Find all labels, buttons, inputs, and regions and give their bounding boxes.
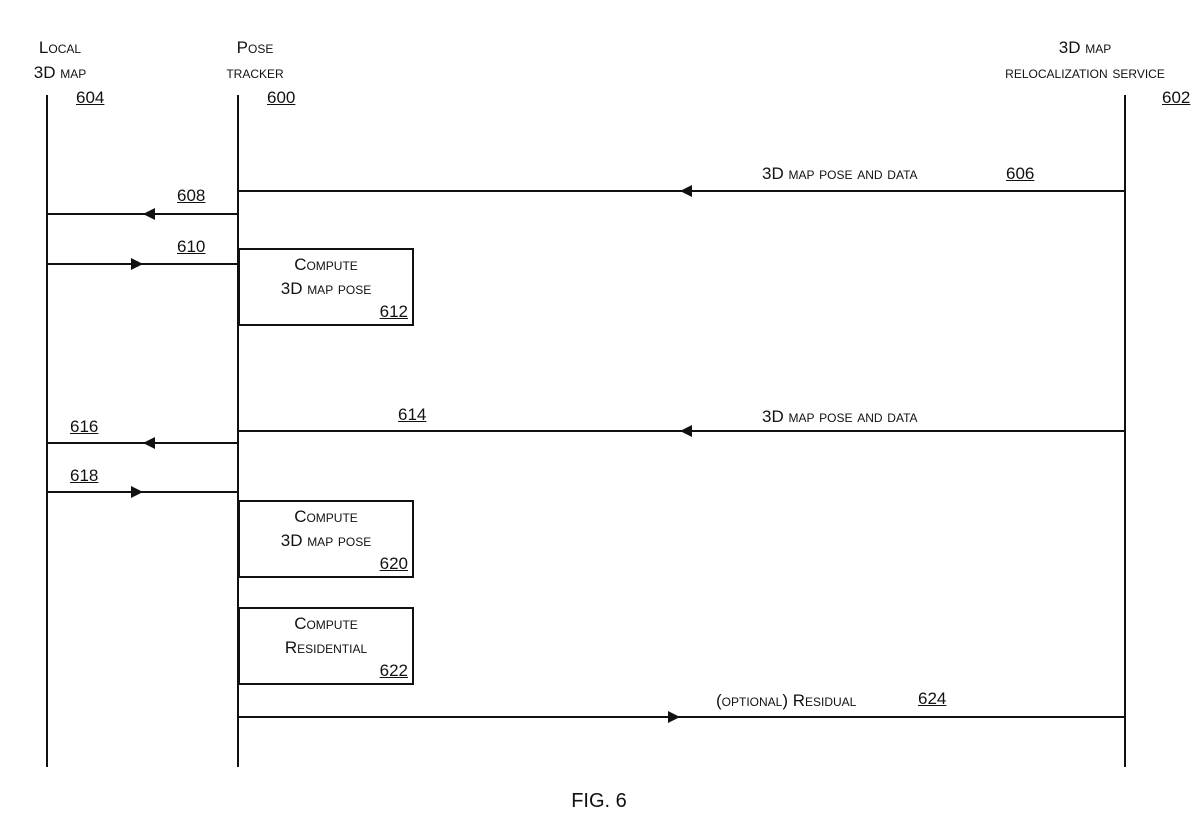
lifeline-relocalization-service-title-line2: relocalization service (1005, 63, 1165, 82)
lifeline-pose-tracker-title-line1: Pose (236, 38, 274, 57)
lifeline-local-3d-map-title-line1: Local (38, 38, 82, 57)
lifeline-pose-tracker-title-line2: tracker (226, 63, 284, 82)
message-606-arrowhead-icon (680, 185, 692, 197)
activity-612-box: Compute 3D map pose 612 (238, 248, 414, 326)
message-624-label: (optional) Residual (716, 691, 857, 710)
activity-620-line2: 3D map pose (280, 531, 372, 550)
activity-622-line2: Residential (284, 638, 368, 657)
message-618-arrowhead-icon (131, 486, 143, 498)
lifeline-local-3d-map-ref: 604 (76, 88, 105, 107)
message-616-arrowhead-icon (143, 437, 155, 449)
activity-612-ref: 612 (379, 302, 408, 321)
lifeline-pose-tracker-ref: 600 (267, 88, 296, 107)
message-608-arrowhead-icon (143, 208, 155, 220)
lifeline-relocalization-service-title-line1: 3D map (1058, 38, 1112, 57)
message-616-ref: 616 (70, 417, 99, 436)
activity-622-ref: 622 (379, 661, 408, 680)
message-614-label: 3D map pose and data (762, 407, 918, 426)
lifeline-local-3d-map-title-line2: 3D map (33, 63, 87, 82)
message-624-arrow-line (238, 716, 1125, 718)
activity-620-ref: 620 (379, 554, 408, 573)
message-608-ref: 608 (177, 186, 206, 205)
lifeline-relocalization-service (1124, 95, 1126, 767)
lifeline-relocalization-service-ref: 602 (1162, 88, 1191, 107)
activity-620-line1: Compute (294, 507, 358, 526)
message-624-ref: 624 (918, 689, 947, 708)
message-608-arrow-line (47, 213, 238, 215)
message-616-arrow-line (47, 442, 238, 444)
activity-622-line1: Compute (294, 614, 358, 633)
activity-612-line2: 3D map pose (280, 279, 372, 298)
activity-620-box: Compute 3D map pose 620 (238, 500, 414, 578)
message-618-ref: 618 (70, 466, 99, 485)
message-606-label: 3D map pose and data (762, 164, 918, 183)
figure-caption: FIG. 6 (571, 790, 627, 812)
message-610-ref: 610 (177, 237, 206, 256)
message-624-arrowhead-icon (668, 711, 680, 723)
message-606-ref: 606 (1006, 164, 1035, 183)
message-614-ref: 614 (398, 405, 427, 424)
activity-622-box: Compute Residential 622 (238, 607, 414, 685)
message-610-arrowhead-icon (131, 258, 143, 270)
activity-612-line1: Compute (294, 255, 358, 274)
lifeline-local-3d-map (46, 95, 48, 767)
message-614-arrowhead-icon (680, 425, 692, 437)
